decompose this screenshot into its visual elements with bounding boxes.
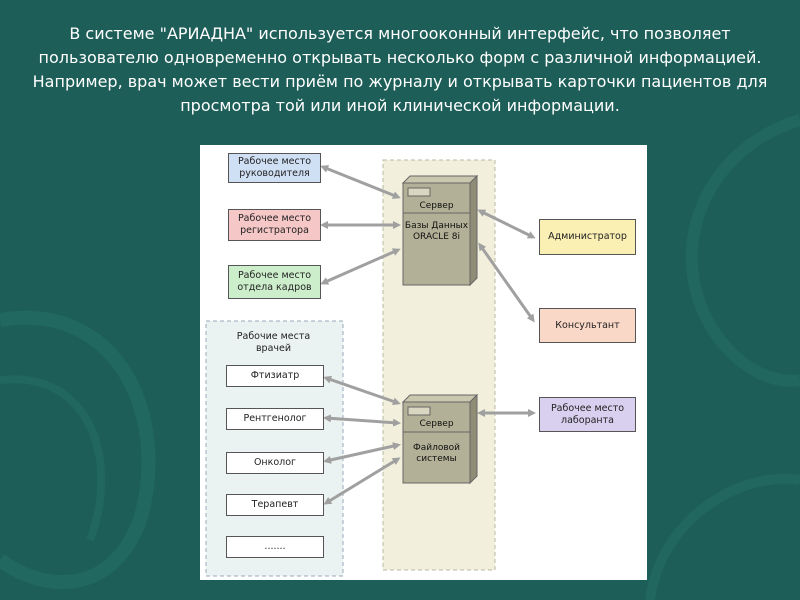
role-konsultant: Консультант [539,308,636,343]
server-oracle-body: Базы Данных ORACLE 8i [404,221,469,242]
server-files-body: Файловой системы [412,443,461,464]
server-oracle-icon [401,174,479,287]
doctor-onkolog: Онколог [226,452,324,474]
arrow-administrator [477,209,536,239]
role-konsultant-label: Консультант [555,319,620,331]
doctor-terapevt: Терапевт [226,494,324,516]
role-laborant: Рабочее место лаборанта [539,397,636,432]
doctor-more: ....... [226,536,324,558]
server-files-title: Сервер [419,419,454,429]
workstation-kadry: Рабочее место отдела кадров [228,265,321,299]
doctors-group-label: Рабочие места врачей [236,331,311,354]
workstation-registrator: Рабочее место регистратора [228,209,321,241]
role-administrator: Администратор [539,219,636,255]
architecture-diagram: Рабочее место руководителя Рабочее место… [200,145,647,580]
arrow-rukovoditel [320,165,401,199]
arrow-ftiziatr [323,375,401,406]
doctor-ftiziatr-label: Фтизиатр [250,370,300,381]
doctor-more-label: ....... [264,541,286,552]
arrow-konsultant [478,242,535,323]
workstation-kadry-label: Рабочее место отдела кадров [237,270,312,293]
arrow-rentgenolog [323,414,401,427]
workstation-rukovoditel: Рабочее место руководителя [228,153,321,183]
doctor-terapevt-label: Терапевт [251,499,299,510]
arrow-terapevt [323,457,401,505]
doctor-rentgenolog: Рентгенолог [226,408,324,430]
doctor-ftiziatr: Фтизиатр [226,365,324,387]
doctor-onkolog-label: Онколог [253,457,297,468]
workstation-registrator-label: Рабочее место регистратора [237,213,312,236]
workstation-rukovoditel-label: Рабочее место руководителя [237,156,312,179]
server-files-icon [401,393,479,485]
role-laborant-label: Рабочее место лаборанта [550,402,625,426]
server-oracle-title: Сервер [419,201,454,211]
doctor-rentgenolog-label: Рентгенолог [243,413,307,424]
role-administrator-label: Администратор [548,231,627,242]
caption-text: В системе "АРИАДНА" используется многоок… [32,24,768,115]
doctors-zone [205,320,344,577]
diagram-canvas [205,159,536,577]
arrow-kadry [320,248,401,285]
